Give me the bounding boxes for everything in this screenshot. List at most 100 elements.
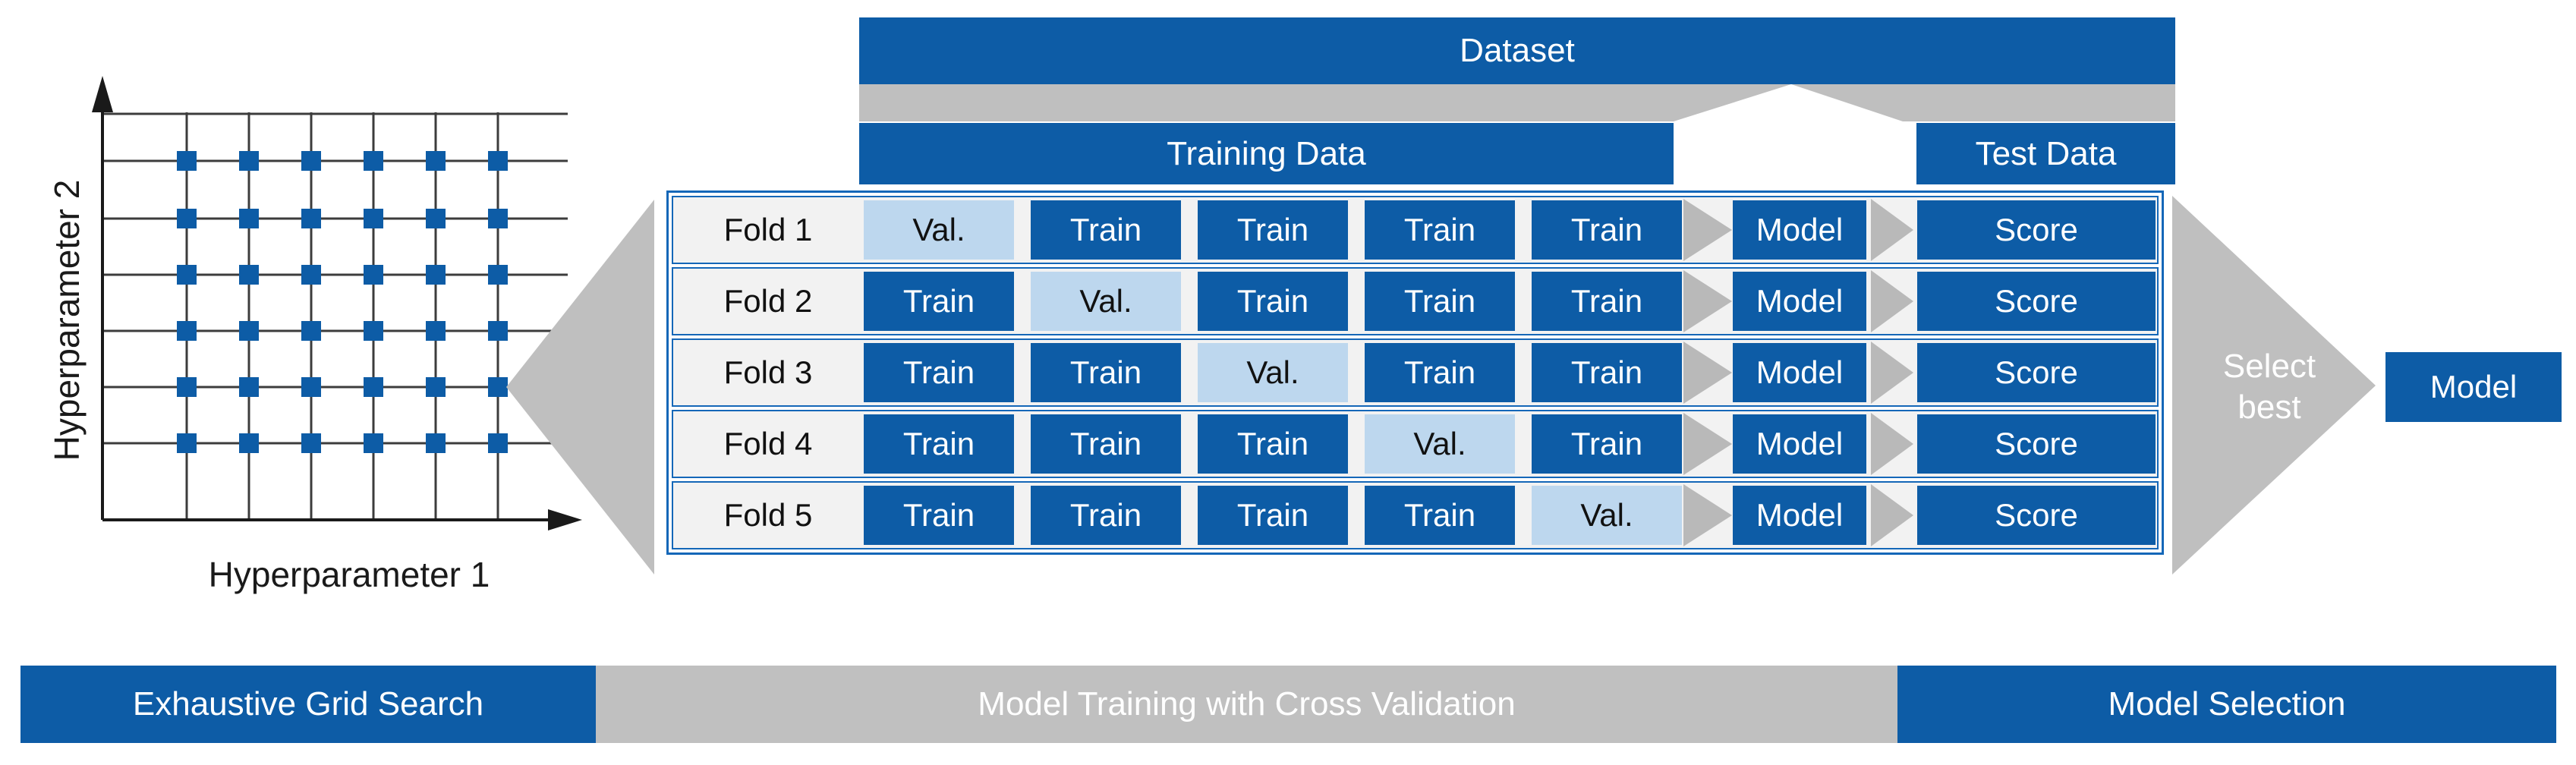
y-axis-arrow-icon xyxy=(92,76,113,112)
fold-row-2: Fold 2 Train Val. Train Train Train Mode… xyxy=(672,267,2159,335)
fold-row-5: Fold 5 Train Train Train Train Val. Mode… xyxy=(672,481,2159,549)
arrow-right-icon xyxy=(1871,484,1913,546)
fold4-cell-4: Val. xyxy=(1365,414,1515,474)
grid-point xyxy=(488,377,508,397)
grid-point xyxy=(488,209,508,228)
grid-point xyxy=(239,151,259,171)
fold-label: Fold 2 xyxy=(723,283,813,319)
arrow-right-icon xyxy=(1683,270,1732,332)
dataset-label: Dataset xyxy=(1460,32,1575,69)
fold1-cell-5: Train xyxy=(1532,200,1682,260)
grid-point xyxy=(301,151,321,171)
fold4-cell-1: Train xyxy=(864,414,1014,474)
stage-cross-validation-label: Model Training with Cross Validation xyxy=(978,685,1516,722)
stage-model-selection-label: Model Selection xyxy=(2108,685,2346,722)
fold2-cell-5: Train xyxy=(1532,272,1682,331)
fold4-cell-2: Train xyxy=(1031,414,1181,474)
fold2-cell-2: Val. xyxy=(1031,272,1181,331)
grid-point xyxy=(177,321,197,341)
fold2-cell-4: Train xyxy=(1365,272,1515,331)
fold5-score-box: Score xyxy=(1917,486,2156,545)
stage-grid-search-label: Exhaustive Grid Search xyxy=(132,685,484,722)
fold4-model-box: Model xyxy=(1733,414,1866,474)
grid-point xyxy=(301,377,321,397)
fold3-cell-1: Train xyxy=(864,343,1014,402)
grid-point xyxy=(177,377,197,397)
grid-point xyxy=(426,377,446,397)
fold-label: Fold 5 xyxy=(723,497,813,533)
grid-point xyxy=(177,151,197,171)
select-best-label: Select best xyxy=(2186,338,2353,436)
arrow-right-icon xyxy=(1683,484,1732,546)
stage-cross-validation-bar: Model Training with Cross Validation xyxy=(596,666,1897,743)
grid-point xyxy=(364,209,383,228)
grid-to-table-callout-triangle xyxy=(506,200,654,575)
grid-point xyxy=(488,151,508,171)
grid-point xyxy=(426,265,446,285)
test-data-label: Test Data xyxy=(1975,134,2117,172)
hyperparameter-grid xyxy=(102,112,568,520)
fold3-model-box: Model xyxy=(1733,343,1866,402)
fold1-cell-4: Train xyxy=(1365,200,1515,260)
fold5-model-box: Model xyxy=(1733,486,1866,545)
fold-row-3: Fold 3 Train Train Val. Train Train Mode… xyxy=(672,338,2159,407)
grid-point xyxy=(488,321,508,341)
fold5-cell-1: Train xyxy=(864,486,1014,545)
grid-point xyxy=(426,209,446,228)
fold1-cell-2: Train xyxy=(1031,200,1181,260)
grid-point xyxy=(177,209,197,228)
grid-point xyxy=(488,265,508,285)
grid-point xyxy=(239,209,259,228)
fold3-cell-2: Train xyxy=(1031,343,1181,402)
grid-point xyxy=(177,433,197,453)
fold4-score-box: Score xyxy=(1917,414,2156,474)
fold3-cell-5: Train xyxy=(1532,343,1682,402)
x-axis-label: Hyperparameter 1 xyxy=(208,555,490,594)
grid-point xyxy=(426,321,446,341)
grid-point xyxy=(239,321,259,341)
dataset-bar: Dataset xyxy=(859,17,2175,84)
dataset-split-notch xyxy=(1674,84,1903,121)
grid-point xyxy=(239,265,259,285)
grid-point xyxy=(239,377,259,397)
grid-point xyxy=(177,265,197,285)
grid-point xyxy=(364,265,383,285)
arrow-right-icon xyxy=(1683,199,1732,261)
fold-row-4: Fold 4 Train Train Train Val. Train Mode… xyxy=(672,410,2159,478)
fold4-cell-5: Train xyxy=(1532,414,1682,474)
arrow-right-icon xyxy=(1871,413,1913,475)
grid-point xyxy=(301,433,321,453)
cross-validation-table: Fold 1 Val. Train Train Train Train Mode… xyxy=(666,190,2164,555)
grid-point xyxy=(301,265,321,285)
grid-point xyxy=(239,433,259,453)
fold2-cell-3: Train xyxy=(1198,272,1348,331)
fold3-cell-3: Val. xyxy=(1198,343,1348,402)
fold-label: Fold 3 xyxy=(723,354,813,390)
fold3-cell-4: Train xyxy=(1365,343,1515,402)
grid-point xyxy=(364,321,383,341)
arrow-right-icon xyxy=(1871,199,1913,261)
y-axis-label: Hyperparameter 2 xyxy=(47,179,87,461)
fold1-model-box: Model xyxy=(1733,200,1866,260)
training-data-bar: Training Data xyxy=(859,123,1674,184)
test-data-bar: Test Data xyxy=(1916,123,2175,184)
fold-label: Fold 4 xyxy=(723,426,813,461)
x-axis-arrow-icon xyxy=(548,509,582,530)
stage-model-selection-bar: Model Selection xyxy=(1897,666,2556,743)
grid-point xyxy=(426,151,446,171)
grid-point xyxy=(364,151,383,171)
training-data-label: Training Data xyxy=(1167,134,1366,172)
arrow-right-icon xyxy=(1871,270,1913,332)
select-best-line1: Select xyxy=(2222,348,2316,386)
fold1-score-box: Score xyxy=(1917,200,2156,260)
final-model-label: Model xyxy=(2430,369,2518,405)
grid-point xyxy=(364,377,383,397)
grid-point xyxy=(488,433,508,453)
fold2-score-box: Score xyxy=(1917,272,2156,331)
fold2-cell-1: Train xyxy=(864,272,1014,331)
fold5-cell-5: Val. xyxy=(1532,486,1682,545)
fold1-cell-3: Train xyxy=(1198,200,1348,260)
fold-label: Fold 1 xyxy=(723,212,813,247)
arrow-right-icon xyxy=(1683,342,1732,404)
